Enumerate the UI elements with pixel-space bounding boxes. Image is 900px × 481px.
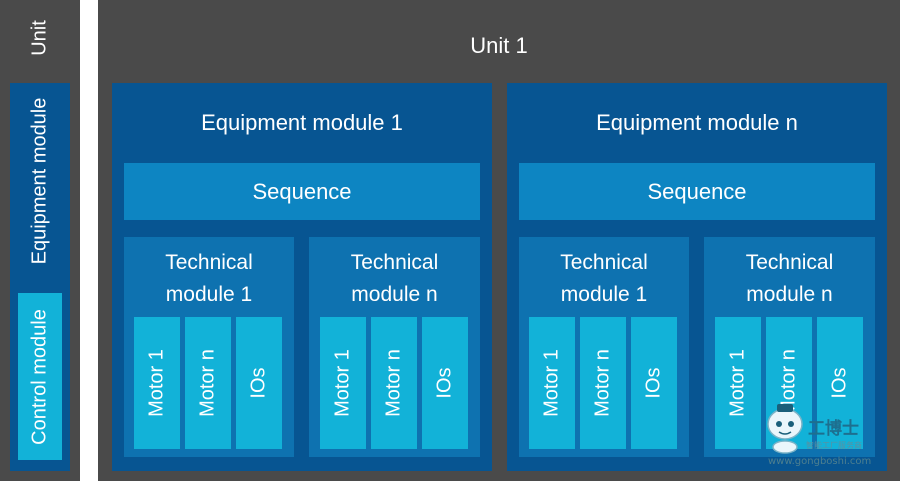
watermark-tagline: 智能工厂服务商: [806, 441, 862, 450]
sequence-box: Sequence: [124, 163, 480, 220]
technical-module-title: Technical module 1: [560, 251, 648, 306]
technical-module-title: Technical module n: [745, 251, 834, 306]
mascot-icon: [767, 404, 803, 454]
legend-unit-label: Unit: [28, 20, 51, 56]
control-module-ios: IOs: [422, 317, 468, 449]
legend-equipment-module-label: Equipment module: [28, 97, 51, 265]
legend-equipment-module-box: Equipment module Control module: [10, 83, 70, 471]
technical-module-title: Technical module n: [350, 251, 439, 306]
legend-unit-box: Unit Equipment module Control module: [0, 0, 80, 481]
control-module-motor-n: Motor n: [580, 317, 626, 449]
control-module-motor-n: Motor n: [371, 317, 417, 449]
control-module-ios: IOs: [236, 317, 282, 449]
equipment-module-title: Equipment module n: [596, 110, 798, 135]
control-module-ios: IOs: [817, 317, 863, 449]
control-module-ios: IOs: [631, 317, 677, 449]
equipment-module: Equipment module n Sequence Technical mo…: [507, 83, 887, 471]
equipment-module: Equipment module 1 Sequence Technical mo…: [112, 83, 492, 471]
control-module-motor-1: Motor 1: [529, 317, 575, 449]
watermark: 工博士 智能工厂服务商 www.gongboshi.com: [764, 398, 894, 474]
equipment-module-title: Equipment module 1: [201, 110, 403, 135]
control-module-motor-1: Motor 1: [320, 317, 366, 449]
technical-module-title: Technical module 1: [165, 251, 253, 306]
watermark-brand: 工博士: [808, 419, 859, 439]
unit-box: Unit 1 Equipment module 1 Sequence Techn…: [98, 0, 900, 481]
sequence-box: Sequence: [519, 163, 875, 220]
technical-module: Technical module 1 Motor 1 Motor n IOs: [124, 237, 294, 457]
watermark-url: www.gongboshi.com: [768, 456, 872, 467]
control-module-motor-1: Motor 1: [715, 317, 761, 449]
legend-control-module-box: Control module: [18, 293, 62, 460]
control-module-motor-1: Motor 1: [134, 317, 180, 449]
technical-module: Technical module 1 Motor 1 Motor n IOs: [519, 237, 689, 457]
technical-module: Technical module n Motor 1 Motor n IOs: [309, 237, 480, 457]
control-module-motor-n: Motor n: [185, 317, 231, 449]
legend-control-module-label: Control module: [28, 308, 51, 445]
unit-title: Unit 1: [470, 33, 528, 58]
